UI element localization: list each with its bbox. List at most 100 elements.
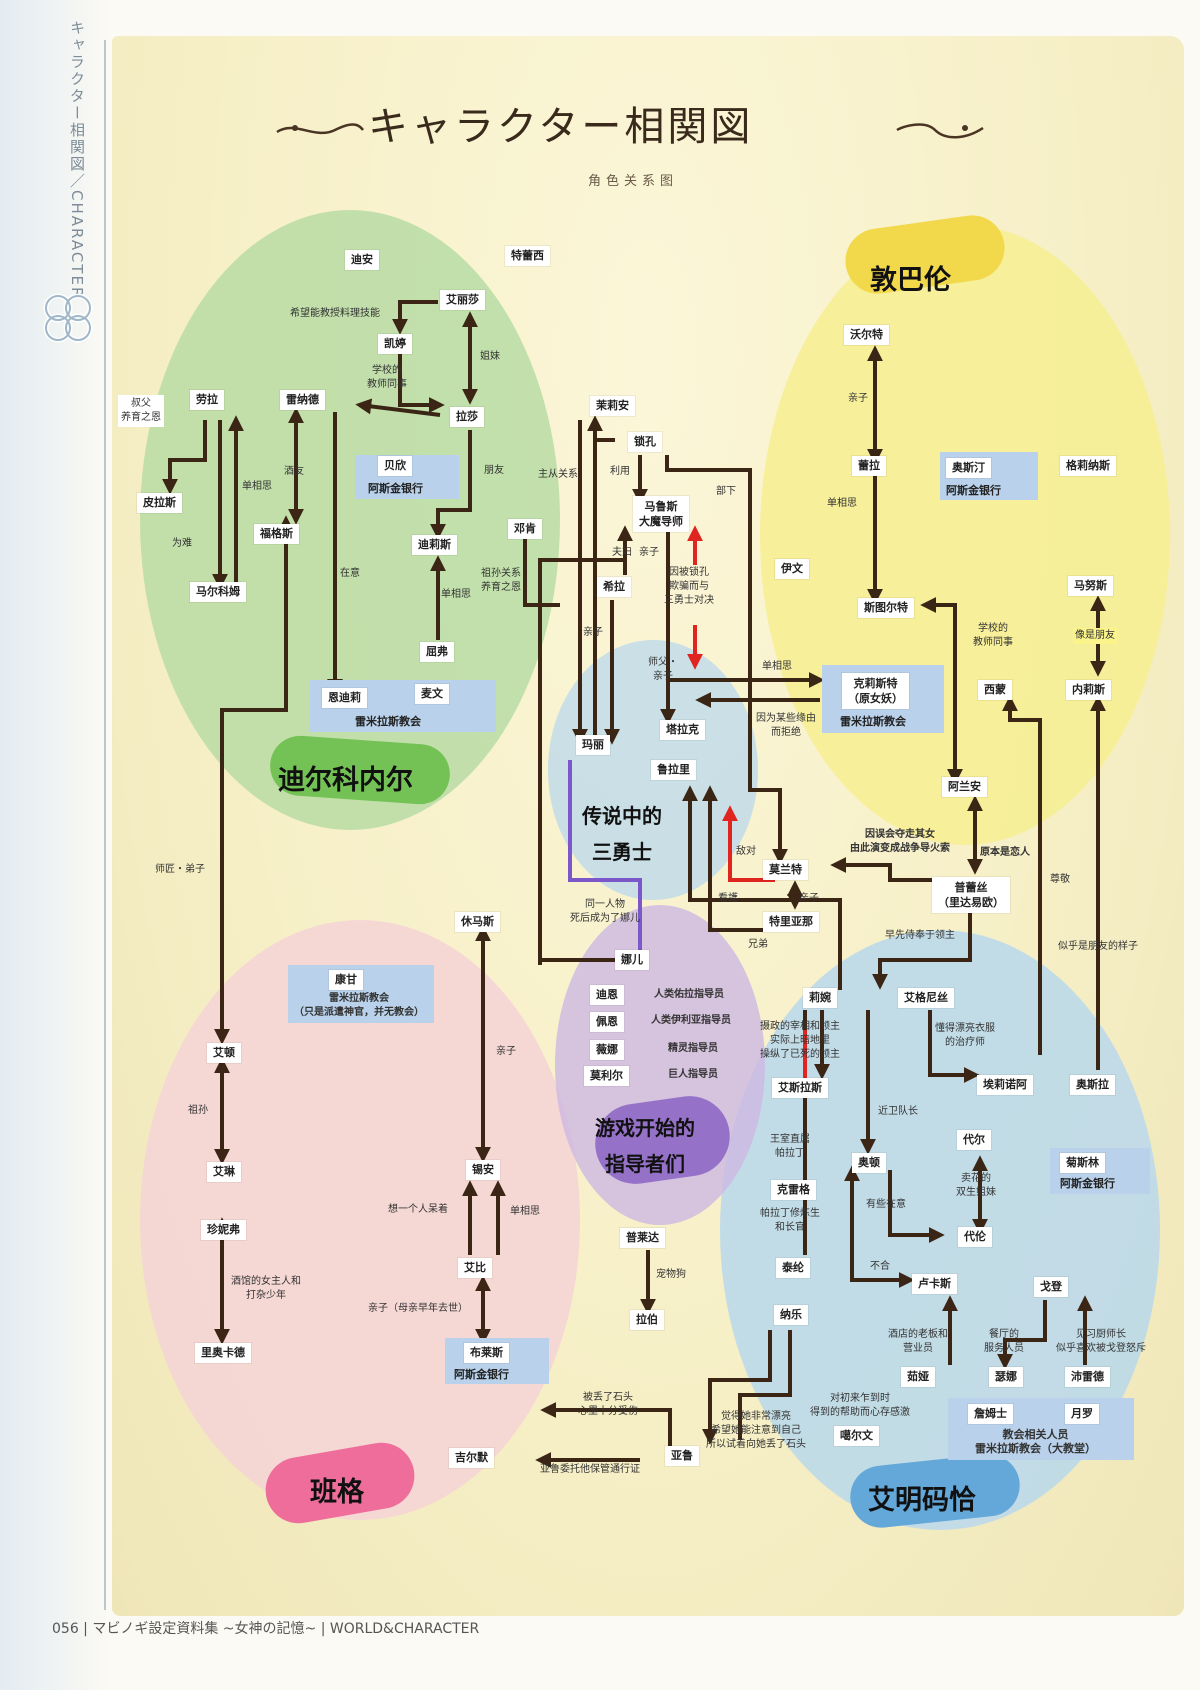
- rel-l58: 师父・亲子: [648, 657, 678, 682]
- region-guides: 游戏开始的指导者们: [595, 1116, 695, 1176]
- link-ferghus-aodhan: [214, 515, 294, 1045]
- church-emain-caption: 教会相关人员雷米拉斯教会（大教堂）: [975, 1428, 1096, 1455]
- node-gordon: 戈登: [1034, 1277, 1068, 1297]
- celtic-knot-icon: [43, 293, 93, 343]
- region-dilkonell: 迪尔科内尔: [278, 765, 413, 796]
- rel-l08: 主从关系: [538, 469, 578, 480]
- node-manus: 马努斯: [1068, 576, 1113, 596]
- link-bepan-lilia: [872, 905, 972, 990]
- node-ewen: 伊文: [775, 559, 809, 579]
- rel-l18: 亲子: [583, 627, 603, 638]
- node-stewart: 斯图尔特: [858, 598, 914, 618]
- node-malcolm: 马尔科姆: [190, 582, 246, 602]
- left-margin-strip: [0, 0, 108, 1690]
- node-lucas: 卢卡斯: [912, 1274, 957, 1294]
- rel-l34: 同一人物死后成为了娜儿: [570, 899, 640, 924]
- node-cichol: 锁孔: [628, 432, 662, 452]
- node-pemi-pup: 普莱达: [620, 1228, 665, 1248]
- rel-l35: 兄弟: [748, 939, 768, 950]
- node-aeira: 奥斯汀: [946, 458, 991, 478]
- rel-l03: 姐妹: [480, 351, 500, 362]
- rel-l57: 觉得她非常漂亮希望她能注意到自己所以试着向她丢了石头: [706, 1411, 806, 1450]
- node-ardi: 亚鲁: [665, 1446, 699, 1466]
- rel-l29: 看護: [718, 893, 738, 904]
- rel-l37: 祖孙: [188, 1105, 208, 1116]
- node-kreg: 克雷格: [771, 1180, 816, 1200]
- bryce-bank: 阿斯金银行: [454, 1368, 509, 1381]
- red-arrow-hostile: [722, 805, 775, 882]
- node-comgan: 康甘: [329, 970, 363, 990]
- aeira-bank: 阿斯金银行: [946, 484, 1001, 497]
- region-emain: 艾明码恰: [868, 1485, 976, 1516]
- kristell-church: 雷米拉斯教会: [840, 715, 906, 728]
- node-bryce: 布莱斯: [464, 1343, 509, 1363]
- rel-l19: 亲子: [848, 393, 868, 404]
- rel-l05: 单相思: [242, 481, 272, 492]
- node-agnes: 艾格尼丝: [898, 988, 954, 1008]
- guide-role-pemi: 人类伊利亚指导员: [651, 1015, 731, 1026]
- node-nao: 娜儿: [615, 950, 649, 970]
- node-humas: 休马斯: [455, 912, 500, 932]
- node-nerys: 内莉斯: [1066, 680, 1111, 700]
- rel-l47: 近卫队长: [878, 1106, 918, 1117]
- rel-l21: 单相思: [827, 498, 857, 509]
- guide-role-vena: 精灵指导员: [668, 1043, 718, 1054]
- node-walter: 沃尔特: [844, 325, 889, 345]
- node-glenis: 格莉纳斯: [1060, 456, 1116, 476]
- link-gordon-shena: [997, 1300, 1047, 1370]
- purple-link-mari-nao: [568, 760, 642, 955]
- rel-l42: 宠物狗: [656, 1269, 686, 1280]
- rel-l14: 部下: [716, 486, 736, 497]
- node-duncan: 邓肯: [508, 519, 542, 539]
- node-raul: 劳拉: [190, 390, 224, 410]
- node-kristell: 克莉斯特（原女妖）: [842, 673, 909, 709]
- margin-divider: [104, 40, 106, 1610]
- rel-l25: 因误会夺走其女由此演变成战争导火索: [850, 829, 950, 854]
- node-sion: 锡安: [466, 1160, 500, 1180]
- node-piras: 皮拉斯: [137, 493, 182, 513]
- page-subtitle: 角色关系图: [588, 174, 679, 189]
- node-trefor: 屈弗: [420, 642, 454, 662]
- node-dailon: 代伦: [958, 1227, 992, 1247]
- node-aodh: 艾斯拉斯: [772, 1078, 828, 1098]
- rel-l20: 单相思: [762, 661, 792, 672]
- node-diane: 迪安: [345, 250, 379, 270]
- node-gilmore: 吉尔默: [449, 1448, 494, 1468]
- guide-role-maril: 巨人指导员: [668, 1069, 718, 1080]
- node-kaitlin: 凯婷: [378, 334, 412, 354]
- rel-l56: 对初来乍到时得到的帮助而心存感激: [810, 1393, 910, 1418]
- node-bebhinn: 贝欣: [378, 456, 412, 476]
- node-fiona: 代尔: [957, 1130, 991, 1150]
- node-lassar: 拉莎: [450, 407, 484, 427]
- node-heleaz: 希拉: [597, 577, 631, 597]
- region-legend: 传说中的三勇士: [582, 804, 662, 864]
- rel-l45: 摄政的宰相和领主实际上暗地里操纵了已死的领主: [760, 1021, 840, 1060]
- link-simon-eirawen: [1002, 695, 1042, 1055]
- node-tarlach: 塔拉克: [660, 720, 705, 740]
- node-nele: 纳乐: [774, 1305, 808, 1325]
- node-tieve: 迪恩: [590, 985, 624, 1005]
- node-galvin: 奥顿: [852, 1153, 886, 1173]
- node-morrighan: 茉莉安: [590, 396, 635, 416]
- rel-l16: 亲子: [639, 547, 659, 558]
- rel-l30: 亲子: [799, 893, 819, 904]
- node-meven: 麦文: [415, 684, 449, 704]
- node-mari: 玛丽: [576, 735, 610, 755]
- rel-l48: 王室直属帕拉丁: [770, 1134, 810, 1159]
- link-raul-piras: [162, 420, 207, 495]
- page-footer: 056 | マビノギ設定資料集 ~女神の記憶~ | WORLD&CHARACTE…: [52, 1621, 480, 1637]
- rel-l04: 叔父养育之恩: [118, 395, 164, 427]
- node-elin: 艾琳: [207, 1162, 241, 1182]
- node-morgant: 莫兰特: [763, 860, 808, 880]
- rel-l15: 夫妇: [612, 547, 632, 558]
- node-jennifer: 珍妮弗: [201, 1220, 246, 1240]
- link-nao-line: [538, 558, 625, 965]
- node-fraser: 沛雷德: [1065, 1367, 1110, 1387]
- node-ruairi: 鲁拉里: [651, 760, 696, 780]
- rel-l06: 酒友: [284, 466, 304, 477]
- link-galvin-lucas: [844, 1165, 915, 1288]
- rel-l49: 有些在意: [866, 1199, 906, 1210]
- rel-l41: 亲子（母亲早年去世）: [368, 1303, 468, 1314]
- link-agnes-eirawen: [928, 1010, 980, 1083]
